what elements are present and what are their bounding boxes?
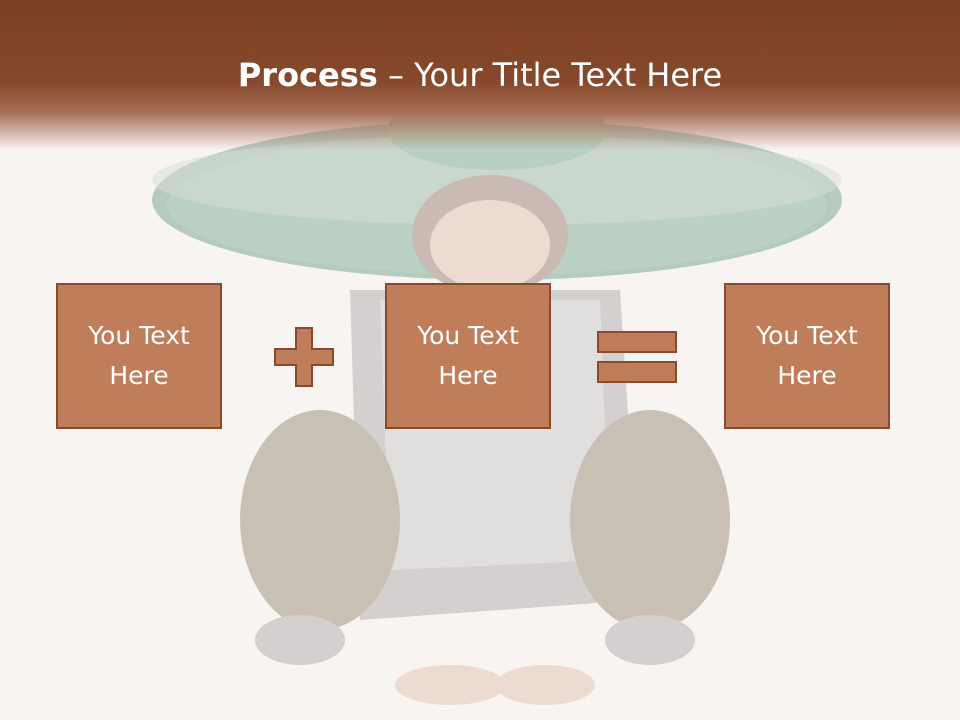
process-box-2-label: You Text Here xyxy=(417,321,519,390)
process-box-3-label: You Text Here xyxy=(756,321,858,390)
process-box-1-label: You Text Here xyxy=(88,321,190,390)
process-box-1: You Text Here xyxy=(56,283,222,429)
process-box-3: You Text Here xyxy=(724,283,890,429)
header-band xyxy=(0,0,960,150)
equals-icon xyxy=(597,331,677,383)
plus-icon xyxy=(274,327,334,387)
process-box-2: You Text Here xyxy=(385,283,551,429)
title-bold: Process xyxy=(237,56,378,94)
title-rest: – Your Title Text Here xyxy=(387,56,723,94)
slide-title: Process – Your Title Text Here xyxy=(0,52,960,98)
